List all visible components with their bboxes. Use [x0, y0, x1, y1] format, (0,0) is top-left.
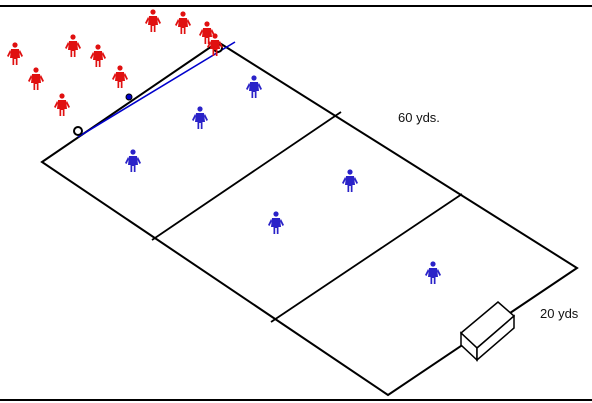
defense-players: [125, 75, 441, 284]
player-figure-icon: [28, 67, 44, 90]
player-figure-icon: [425, 261, 441, 284]
player-figure-icon: [246, 75, 262, 98]
player-figure-icon: [54, 93, 70, 116]
player-figure-icon: [7, 42, 23, 65]
length-label: 60 yds.: [398, 110, 440, 125]
player-figure-icon: [192, 106, 208, 129]
player-figure-icon: [145, 9, 161, 32]
player-figure-icon: [112, 65, 128, 88]
goal-box-icon: [461, 302, 514, 360]
player-figure-icon: [268, 211, 284, 234]
cone-marker-icon: [74, 127, 82, 135]
player-figure-icon: [125, 149, 141, 172]
player-figure-icon: [175, 11, 191, 34]
width-label: 20 yds: [540, 306, 578, 321]
player-figure-icon: [90, 44, 106, 67]
cone-marker-icon: [126, 94, 132, 100]
zone-line-2: [271, 194, 462, 322]
player-figure-icon: [342, 169, 358, 192]
zone-line-1: [152, 112, 341, 240]
offense-players: [7, 9, 223, 116]
player-figure-icon: [65, 34, 81, 57]
